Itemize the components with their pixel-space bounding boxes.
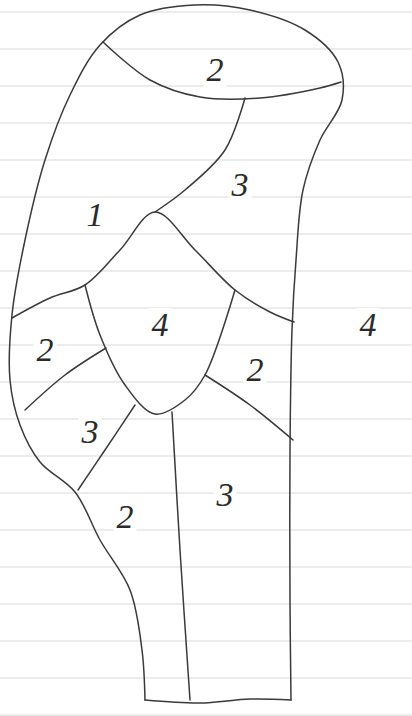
region-number: 2 bbox=[244, 353, 267, 387]
ruled-line bbox=[0, 308, 412, 309]
region-border bbox=[145, 699, 291, 703]
region-number: 4 bbox=[357, 308, 380, 342]
ruled-line bbox=[0, 456, 412, 457]
region-number: 3 bbox=[79, 415, 102, 449]
ruled-line bbox=[0, 493, 412, 494]
ruled-line bbox=[0, 49, 412, 50]
region-number: 2 bbox=[34, 333, 57, 367]
region-number: 2 bbox=[204, 53, 227, 87]
region-number: 2 bbox=[114, 500, 137, 534]
region-border bbox=[12, 212, 294, 322]
region-border bbox=[78, 405, 135, 490]
region-border bbox=[103, 42, 341, 99]
region-border bbox=[9, 5, 343, 700]
ruled-line bbox=[0, 345, 412, 346]
ruled-line bbox=[0, 197, 412, 198]
region-number: 1 bbox=[84, 198, 107, 232]
ruled-line bbox=[0, 678, 412, 679]
ruled-line bbox=[0, 715, 412, 716]
ruled-line bbox=[0, 12, 412, 13]
region-number: 3 bbox=[229, 168, 252, 202]
ruled-line bbox=[0, 160, 412, 161]
ruled-line bbox=[0, 530, 412, 531]
ruled-line bbox=[0, 234, 412, 235]
region-border bbox=[85, 285, 235, 414]
ruled-line bbox=[0, 604, 412, 605]
region-number: 4 bbox=[149, 308, 172, 342]
ruled-line bbox=[0, 567, 412, 568]
region-border bbox=[172, 412, 190, 700]
region-number: 3 bbox=[214, 478, 237, 512]
ruled-line bbox=[0, 271, 412, 272]
ruled-line bbox=[0, 382, 412, 383]
ruled-line bbox=[0, 123, 412, 124]
ruled-line bbox=[0, 419, 412, 420]
ruled-line bbox=[0, 641, 412, 642]
